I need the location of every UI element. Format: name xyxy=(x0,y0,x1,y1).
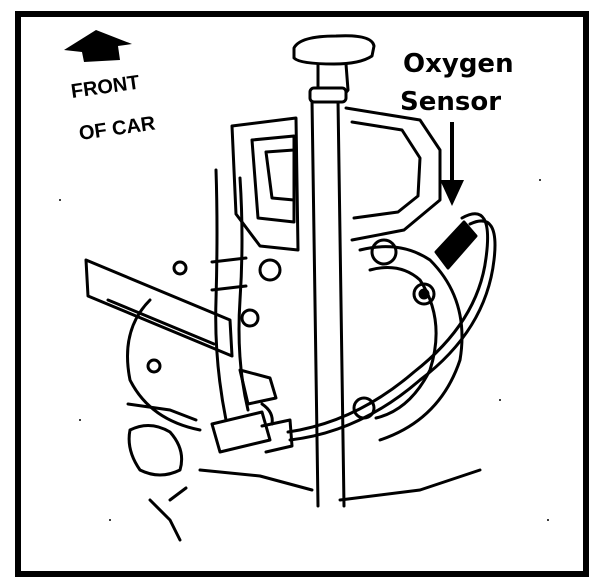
oxygen-sensor-label-line1: Oxygen xyxy=(403,49,514,79)
engine-illustration xyxy=(84,34,497,542)
scan-speckles xyxy=(59,179,549,521)
front-of-car-label-line2: OF CAR xyxy=(78,112,158,145)
sensor-pointer-arrow-icon xyxy=(440,122,464,206)
oxygen-sensor-label-line2: Sensor xyxy=(400,87,501,117)
diagram-border xyxy=(15,11,589,577)
front-arrow-icon xyxy=(64,30,132,62)
front-of-car-label-line1: FRONT xyxy=(70,72,141,103)
